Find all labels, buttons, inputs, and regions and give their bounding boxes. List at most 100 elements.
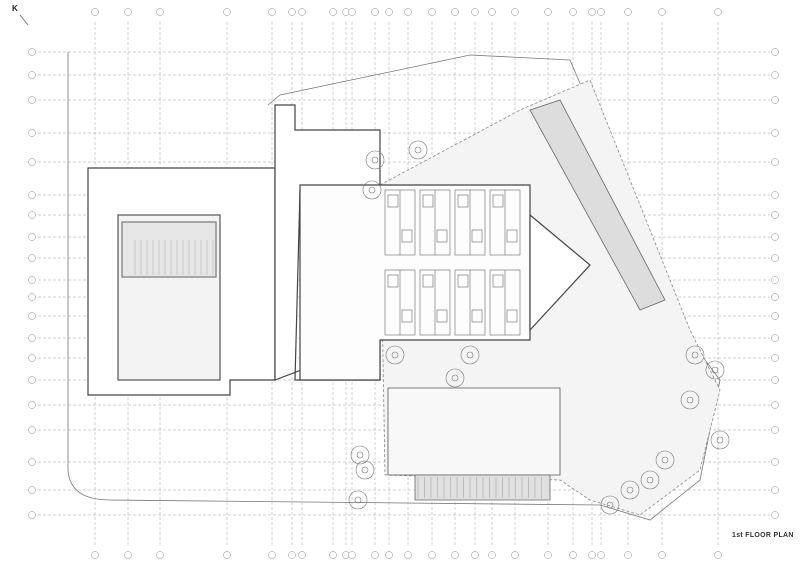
grid-bubble — [428, 8, 436, 16]
tree-icon — [385, 345, 405, 365]
grid-bubble — [91, 551, 99, 559]
grid-bubble — [156, 551, 164, 559]
tree-trunk — [451, 374, 459, 382]
grid-bubble — [28, 458, 36, 466]
tree-trunk — [466, 351, 474, 359]
grid-bubble — [511, 8, 519, 16]
parking-structure — [387, 387, 561, 476]
drawing-title: 1st FLOOR PLAN — [732, 532, 794, 539]
grid-bubble — [28, 158, 36, 166]
tree-trunk — [414, 146, 422, 154]
grid-bubble — [771, 511, 779, 519]
grid-bubble — [28, 96, 36, 104]
tree-trunk — [354, 496, 362, 504]
grid-bubble — [288, 8, 296, 16]
grid-bubble — [28, 354, 36, 362]
tree-icon — [600, 495, 620, 515]
grid-bubble — [544, 551, 552, 559]
grid-bubble — [28, 334, 36, 342]
bathroom — [387, 274, 399, 288]
tree-trunk — [356, 451, 364, 459]
wedge-wing — [529, 213, 591, 332]
tree-icon — [685, 345, 705, 365]
grid-bubble — [124, 551, 132, 559]
bathroom — [471, 309, 483, 323]
ramp — [529, 99, 666, 311]
bathroom — [401, 229, 413, 243]
grid-bubble — [28, 211, 36, 219]
tree-trunk — [646, 476, 654, 484]
tree-icon — [350, 445, 370, 465]
hotel-rooms — [134, 189, 542, 498]
grid-bubble — [371, 8, 379, 16]
north-arrow-icon — [19, 14, 29, 26]
grid-bubble — [223, 8, 231, 16]
grid-bubble — [771, 129, 779, 137]
grid-bubble — [156, 8, 164, 16]
grid-bubble — [771, 458, 779, 466]
grid-bubble — [385, 8, 393, 16]
grid-bubble — [771, 486, 779, 494]
grid-bubble — [771, 254, 779, 262]
bathroom — [457, 274, 469, 288]
tree-icon — [705, 360, 725, 380]
grid-bubble — [771, 334, 779, 342]
grid-bubble — [28, 129, 36, 137]
bathroom — [492, 194, 504, 208]
tree-icon — [460, 345, 480, 365]
grid-bubble — [544, 8, 552, 16]
grid-bubble — [223, 551, 231, 559]
tree-icon — [348, 490, 368, 510]
trees — [348, 140, 730, 515]
bathroom — [506, 309, 518, 323]
grid-bubble — [511, 551, 519, 559]
grid-bubble — [451, 551, 459, 559]
bathroom — [492, 274, 504, 288]
grid-bubble — [488, 551, 496, 559]
grid-bubble — [28, 276, 36, 284]
grid-bubble — [588, 551, 596, 559]
grid-bubble — [28, 376, 36, 384]
grid-bubble — [28, 254, 36, 262]
bathroom — [422, 194, 434, 208]
tree-trunk — [686, 396, 694, 404]
tree-trunk — [626, 486, 634, 494]
tree-trunk — [361, 466, 369, 474]
steps — [414, 474, 551, 501]
tree-trunk — [606, 501, 614, 509]
tree-icon — [710, 430, 730, 450]
grid-bubble — [28, 511, 36, 519]
tree-trunk — [368, 186, 376, 194]
tree-icon — [445, 368, 465, 388]
bathroom — [422, 274, 434, 288]
bathroom — [401, 309, 413, 323]
grid-bubble — [28, 312, 36, 320]
grid-bubble — [404, 8, 412, 16]
grid-bubble — [268, 8, 276, 16]
grid-bubble — [714, 8, 722, 16]
tree-icon — [362, 180, 382, 200]
tree-icon — [655, 450, 675, 470]
tree-icon — [408, 140, 428, 160]
grid-bubble — [771, 354, 779, 362]
grid-bubble — [329, 8, 337, 16]
grid-bubble — [569, 551, 577, 559]
grid-bubble — [28, 48, 36, 56]
grid-bubble — [28, 401, 36, 409]
grid-bubble — [771, 211, 779, 219]
grid-bubble — [714, 551, 722, 559]
grid-bubble — [28, 293, 36, 301]
tree-trunk — [716, 436, 724, 444]
tree-trunk — [711, 366, 719, 374]
grid-bubble — [451, 8, 459, 16]
bathroom — [387, 194, 399, 208]
grid-bubble — [588, 8, 596, 16]
grid-bubble — [771, 312, 779, 320]
grid-bubble — [771, 48, 779, 56]
grid-bubble — [28, 71, 36, 79]
grid-bubble — [298, 551, 306, 559]
grid-bubble — [658, 551, 666, 559]
grid-bubble — [624, 551, 632, 559]
grid-bubble — [28, 486, 36, 494]
